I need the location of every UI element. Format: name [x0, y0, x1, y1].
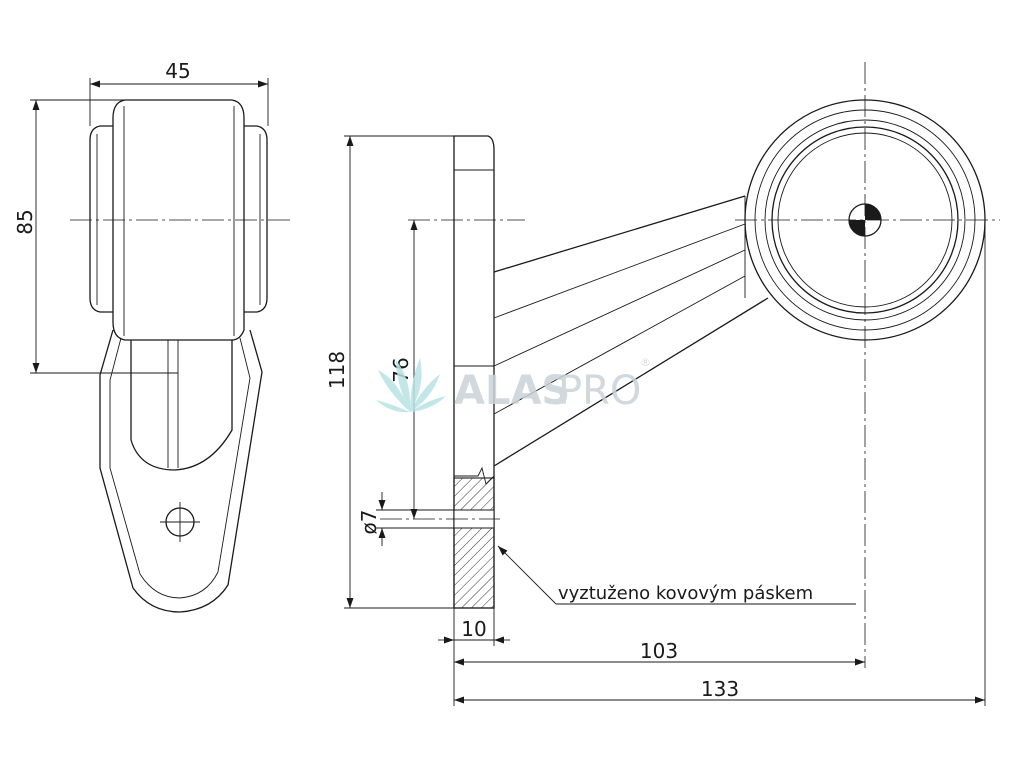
dimension-label-45: 45	[165, 59, 190, 83]
dimension-thickness-10: 10	[438, 608, 510, 646]
dimension-label-85: 85	[13, 209, 37, 234]
watermark-brand-part1: ALAS	[454, 368, 570, 414]
watermark-logo: ALAS PRO ®	[376, 356, 651, 414]
reinforcement-note: vyztuženo kovovým páskem	[497, 545, 856, 605]
dimension-hole-diameter: ø7	[357, 492, 454, 546]
dimension-label-133: 133	[701, 677, 739, 701]
leaf-icon	[376, 358, 446, 413]
dimension-label-10: 10	[461, 617, 486, 641]
watermark-brand-part2: PRO	[558, 368, 641, 414]
dimension-center-103: 103	[453, 639, 865, 706]
front-view	[70, 99, 290, 613]
dimension-label-118: 118	[325, 351, 349, 389]
dimension-label-diameter: ø7	[357, 510, 381, 535]
dimension-label-103: 103	[640, 639, 678, 663]
dimension-height-118: 118	[325, 135, 454, 609]
dimension-height-85: 85	[13, 99, 178, 374]
reinforcement-note-text: vyztuženo kovovým páskem	[558, 583, 813, 604]
dimension-width-45: 45	[89, 59, 269, 126]
side-view	[380, 62, 1000, 668]
dimension-overall-133: 133	[454, 220, 986, 706]
watermark-registered: ®	[640, 356, 651, 369]
